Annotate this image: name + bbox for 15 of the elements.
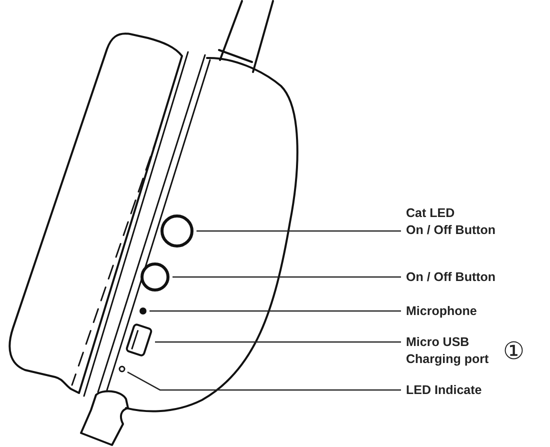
leader-line: [172, 276, 401, 278]
callout-number: ①: [503, 338, 525, 364]
leader-line: [196, 230, 401, 232]
callout-label: LED Indicate: [406, 382, 482, 398]
button-icon: [140, 262, 170, 292]
leader-line: [127, 371, 401, 391]
leader-line: [155, 341, 401, 343]
leader-line: [150, 310, 401, 312]
button-icon: [160, 214, 194, 248]
callout-label: Microphone: [406, 302, 477, 320]
callout-label: Micro USB Charging port: [406, 334, 489, 368]
microphone-hole-icon: [140, 308, 146, 314]
led-icon: [118, 366, 126, 372]
callout-label: Cat LED On / Off Button: [406, 205, 496, 239]
callout-label: On / Off Button: [406, 268, 496, 286]
